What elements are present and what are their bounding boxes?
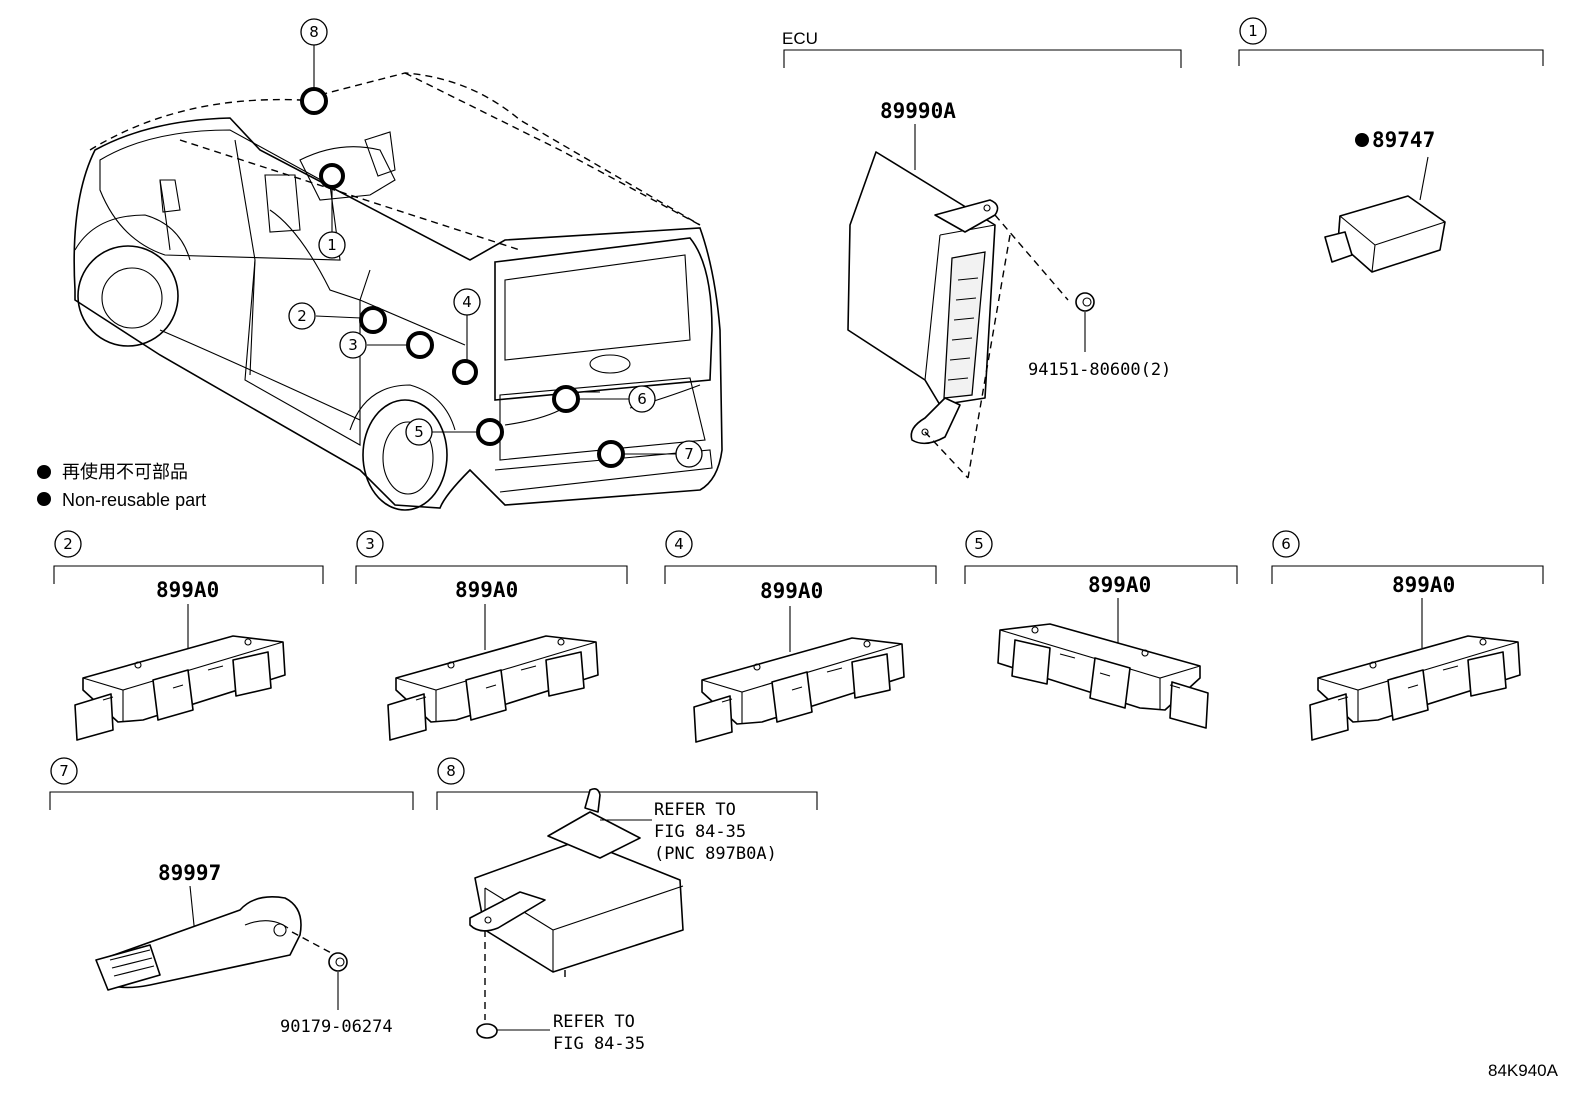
antenna-part-3 <box>387 635 599 741</box>
marker-2 <box>359 306 387 334</box>
group-2-part-number: 899A0 <box>156 578 219 602</box>
ecu-part-number: 89990A <box>880 99 956 123</box>
group-5-part-number: 899A0 <box>1088 573 1151 597</box>
vehicle-callout-3: 3 <box>348 336 358 354</box>
group-7-callout: 7 <box>59 762 69 780</box>
group-2: 2 899A0 <box>53 530 324 741</box>
marker-4 <box>452 359 478 385</box>
group-1-callout: 1 <box>1248 22 1258 40</box>
vehicle-callouts: 8 1 2 3 4 5 6 7 <box>288 18 703 468</box>
vehicle-callout-4: 4 <box>462 293 472 311</box>
group-6-part-number: 899A0 <box>1392 573 1455 597</box>
vehicle-illustration <box>73 45 723 511</box>
legend: 再使用不可部品 Non-reusable part <box>37 462 206 510</box>
group-6: 6 899A0 <box>1271 530 1544 741</box>
vehicle-callout-5: 5 <box>414 423 424 441</box>
group-7: 7 89997 90179-06274 <box>49 757 414 1037</box>
refer-lower-line-1: REFER TO <box>553 1012 635 1032</box>
marker-8-roof <box>300 87 328 115</box>
group-1: 1 89747 <box>1238 17 1544 273</box>
marker-3 <box>406 331 434 359</box>
group-ecu: ECU 89990A 94151-80600(2) <box>782 29 1182 479</box>
non-reusable-bullet-icon <box>37 465 51 479</box>
group-5-callout: 5 <box>974 535 984 553</box>
vehicle-callout-8: 8 <box>309 23 319 41</box>
group-8-callout: 8 <box>446 762 456 780</box>
group-3: 3 899A0 <box>355 530 628 741</box>
antenna-part-2 <box>74 635 286 741</box>
group-8: 8 REFER TO FIG 84-35 (PNC 897B0A) REFER … <box>436 757 818 1054</box>
refer-lower-line-2: FIG 84-35 <box>553 1034 645 1054</box>
vehicle-callout-6: 6 <box>637 390 647 408</box>
group-4: 4 899A0 <box>664 530 937 743</box>
vehicle-callout-2: 2 <box>297 307 307 325</box>
relay-part <box>1337 195 1446 273</box>
group-3-part-number: 899A0 <box>455 578 518 602</box>
refer-upper-line-3: (PNC 897B0A) <box>654 844 777 864</box>
group-2-callout: 2 <box>63 535 73 553</box>
antenna-part-6 <box>1309 635 1521 741</box>
marker-7 <box>597 440 625 468</box>
group-ecu-label: ECU <box>782 29 818 48</box>
marker-ecu <box>319 163 345 189</box>
vehicle-callout-1: 1 <box>327 236 337 254</box>
vehicle-callout-7: 7 <box>684 445 694 463</box>
figure-code: 84K940A <box>1488 1061 1559 1080</box>
refer-upper-line-2: FIG 84-35 <box>654 822 746 842</box>
ecu-fastener-number: 94151-80600(2) <box>1028 360 1171 380</box>
legend-japanese: 再使用不可部品 <box>62 462 188 482</box>
group-4-callout: 4 <box>674 535 684 553</box>
group-1-part-number: 89747 <box>1372 128 1435 152</box>
antenna-part-4 <box>693 637 905 743</box>
non-reusable-bullet-icon <box>37 492 51 506</box>
group-7-part-number: 89997 <box>158 861 221 885</box>
marker-6 <box>552 385 580 413</box>
group-4-part-number: 899A0 <box>760 579 823 603</box>
non-reusable-bullet-icon <box>1355 133 1369 147</box>
antenna-part-5 <box>997 623 1209 729</box>
refer-upper-line-1: REFER TO <box>654 800 736 820</box>
group-7-fastener-number: 90179-06274 <box>280 1017 393 1037</box>
marker-5 <box>476 418 504 446</box>
group-3-callout: 3 <box>365 535 375 553</box>
group-6-callout: 6 <box>1281 535 1291 553</box>
group-5: 5 899A0 <box>964 530 1238 729</box>
legend-english: Non-reusable part <box>62 490 206 510</box>
